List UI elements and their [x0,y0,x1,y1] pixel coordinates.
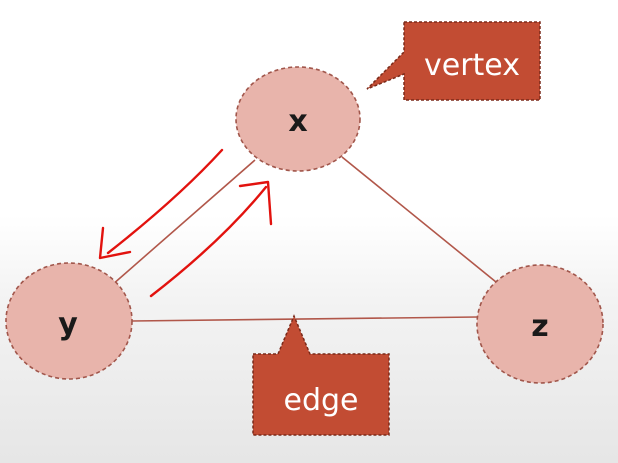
vertex-z: z [476,264,604,384]
edge-callout: edge [252,314,390,436]
edge-x-y [111,159,256,286]
vertex-y-label: y [58,307,78,342]
edge-y-z [131,316,479,322]
vertex-x: x [235,66,361,172]
vertex-x-label: x [288,104,307,139]
edge-callout-text: edge [284,383,359,418]
vertex-z-label: z [531,309,548,344]
direction-arrow-y-to-x [149,180,273,298]
vertex-callout-text: vertex [424,48,520,83]
direction-arrow-x-to-y [98,148,224,260]
vertex-callout: vertex [366,21,541,101]
vertex-y: y [5,262,133,380]
edge-x-z [341,156,497,283]
